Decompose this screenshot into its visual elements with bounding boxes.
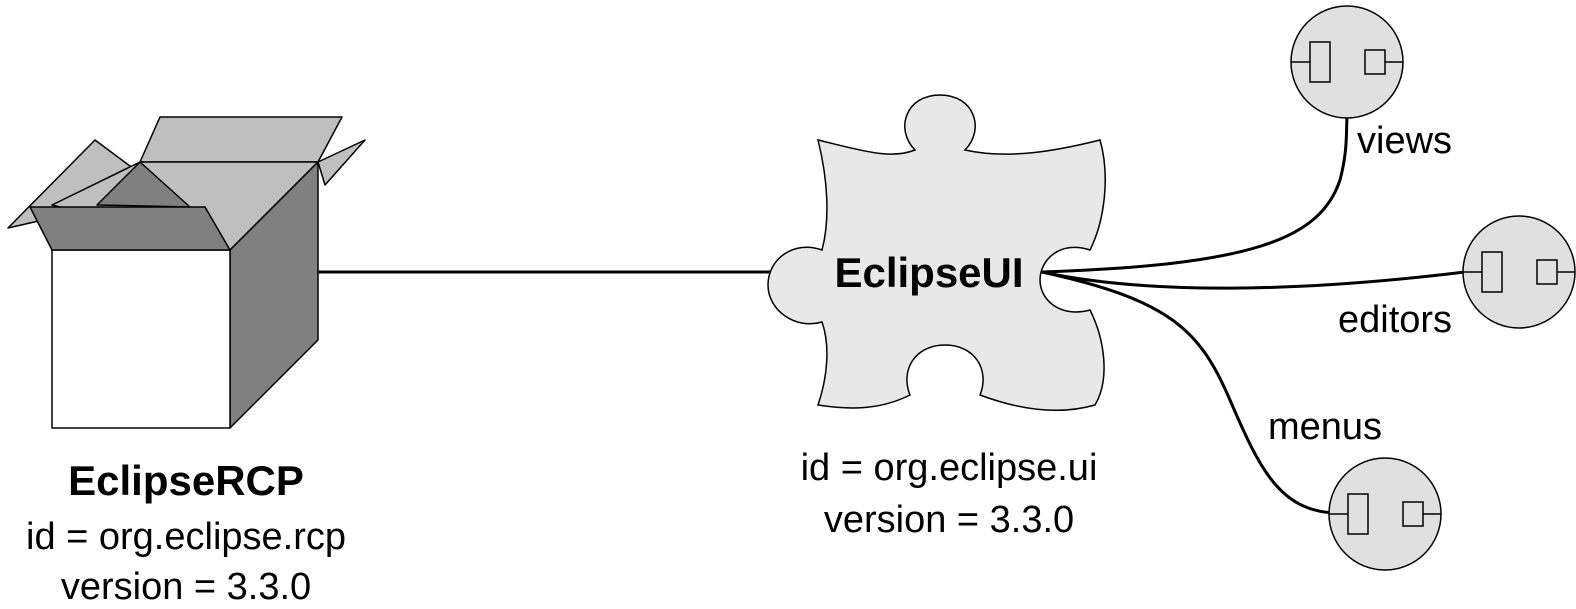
ui-version: version = 3.3.0 (823, 499, 1075, 541)
ui-id: id = org.eclipse.ui (800, 447, 1098, 489)
rcp-version: version = 3.3.0 (60, 566, 312, 608)
menus-wire (1041, 270, 1335, 515)
editors-label: editors (1338, 299, 1453, 341)
editors-socket-icon (1462, 215, 1576, 329)
views-wire (1041, 117, 1349, 274)
menus-label: menus (1268, 406, 1383, 448)
rcp-id: id = org.eclipse.rcp (26, 516, 346, 558)
ui-title: EclipseUI (834, 249, 1024, 296)
views-socket-icon (1290, 5, 1404, 119)
views-label: views (1357, 120, 1453, 162)
menus-socket-icon (1328, 457, 1442, 571)
open-box-icon (7, 116, 366, 429)
editors-wire (1041, 270, 1466, 290)
rcp-title: EclipseRCP (68, 457, 304, 504)
puzzle-piece-icon (767, 94, 1106, 411)
